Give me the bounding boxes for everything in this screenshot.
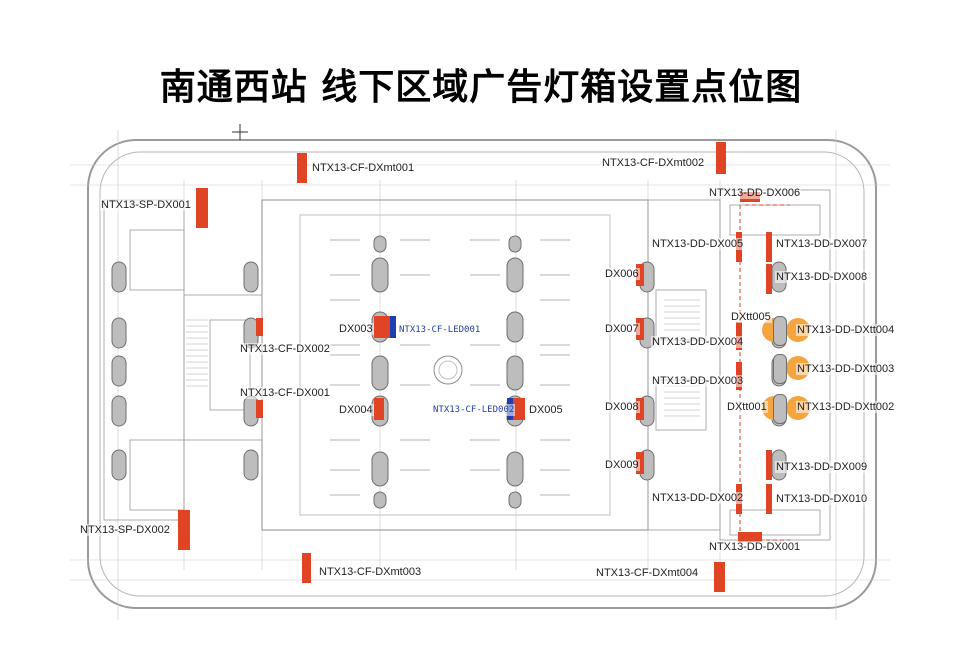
- ad-marker-dd-dx010: [766, 484, 772, 514]
- column-pill-dxtt004: [773, 316, 787, 346]
- column-pills: [111, 235, 787, 509]
- label-dd-dx007: NTX13-DD-DX007: [775, 238, 869, 250]
- ad-marker-dd-dx001: [738, 532, 762, 542]
- label-dx009: DX009: [604, 459, 640, 471]
- ad-marker-dx007: [636, 318, 644, 340]
- label-dx008: DX008: [604, 401, 640, 413]
- ad-marker-dx003: [374, 316, 390, 338]
- label-mt004: NTX13-CF-DXmt004: [595, 567, 700, 579]
- label-dx006: DX006: [604, 268, 640, 280]
- page-title: 南通西站 线下区域广告灯箱设置点位图: [159, 67, 803, 108]
- ad-marker-mt003: [302, 553, 311, 583]
- column-pill-dxtt002: [773, 394, 787, 424]
- seating-rows: [330, 239, 570, 496]
- left-wing: [103, 199, 263, 521]
- label-dd-dx010: NTX13-DD-DX010: [775, 493, 869, 505]
- label-sp001: NTX13-SP-DX001: [100, 199, 192, 211]
- label-mt003: NTX13-CF-DXmt003: [318, 566, 423, 578]
- ad-marker-mt002: [716, 142, 726, 174]
- ad-marker-sp002: [178, 510, 190, 550]
- label-led001: NTX13-CF-LED001: [398, 324, 482, 336]
- ad-marker-dx005: [513, 398, 525, 420]
- label-dx007: DX007: [604, 323, 640, 335]
- ad-marker-led001: [390, 316, 396, 338]
- ad-marker-mt001: [297, 153, 307, 183]
- label-dd-dx003: NTX13-DD-DX003: [651, 375, 745, 387]
- label-cf-dx001: NTX13-CF-DX001: [239, 387, 331, 399]
- label-dd-dx006: NTX13-DD-DX006: [708, 187, 802, 199]
- ad-marker-dx006: [636, 264, 644, 286]
- ad-marker-dd-dx008: [766, 264, 772, 294]
- label-mt001: NTX13-CF-DXmt001: [311, 162, 416, 174]
- label-dx005: DX005: [528, 404, 564, 416]
- label-cf-dx002: NTX13-CF-DX002: [239, 343, 331, 355]
- label-dd-dx009: NTX13-DD-DX009: [775, 461, 869, 473]
- label-dd-dx004: NTX13-DD-DX004: [651, 336, 745, 348]
- label-led002: NTX13-CF-LED002: [432, 404, 516, 416]
- ad-marker-dd-dx007: [766, 232, 772, 262]
- label-dd-dxtt002: NTX13-DD-DXtt002: [796, 401, 896, 413]
- ad-marker-dd-dx009: [766, 450, 772, 480]
- label-dd-dx008: NTX13-DD-DX008: [775, 271, 869, 283]
- ad-marker-cf-dx002: [256, 318, 263, 336]
- label-dd-dx002: NTX13-DD-DX002: [651, 492, 745, 504]
- label-dx003: DX003: [338, 323, 374, 335]
- label-sp002: NTX13-SP-DX002: [79, 524, 171, 536]
- label-dd-dxtt004: NTX13-DD-DXtt004: [796, 324, 896, 336]
- label-dd-dx005: NTX13-DD-DX005: [651, 238, 745, 250]
- ad-marker-cf-dx001: [256, 400, 263, 418]
- label-dxtt001: DXtt001: [726, 401, 768, 413]
- label-dxtt005: DXtt005: [730, 311, 772, 323]
- label-dd-dx001: NTX13-DD-DX001: [708, 541, 802, 553]
- central-hall: [261, 199, 649, 531]
- column-pill-dxtt003: [773, 354, 787, 384]
- label-dd-dxtt003: NTX13-DD-DXtt003: [796, 363, 896, 375]
- label-mt002: NTX13-CF-DXmt002: [601, 157, 706, 169]
- crosshair-mark: [232, 124, 248, 140]
- plan-inner-boundary: [99, 151, 865, 597]
- ad-marker-dx008: [636, 398, 644, 420]
- ad-marker-dx009: [636, 452, 644, 474]
- ad-marker-sp001: [196, 188, 208, 228]
- label-dx004: DX004: [338, 404, 374, 416]
- ad-marker-dx004: [374, 398, 384, 420]
- ad-marker-mt004: [714, 562, 725, 592]
